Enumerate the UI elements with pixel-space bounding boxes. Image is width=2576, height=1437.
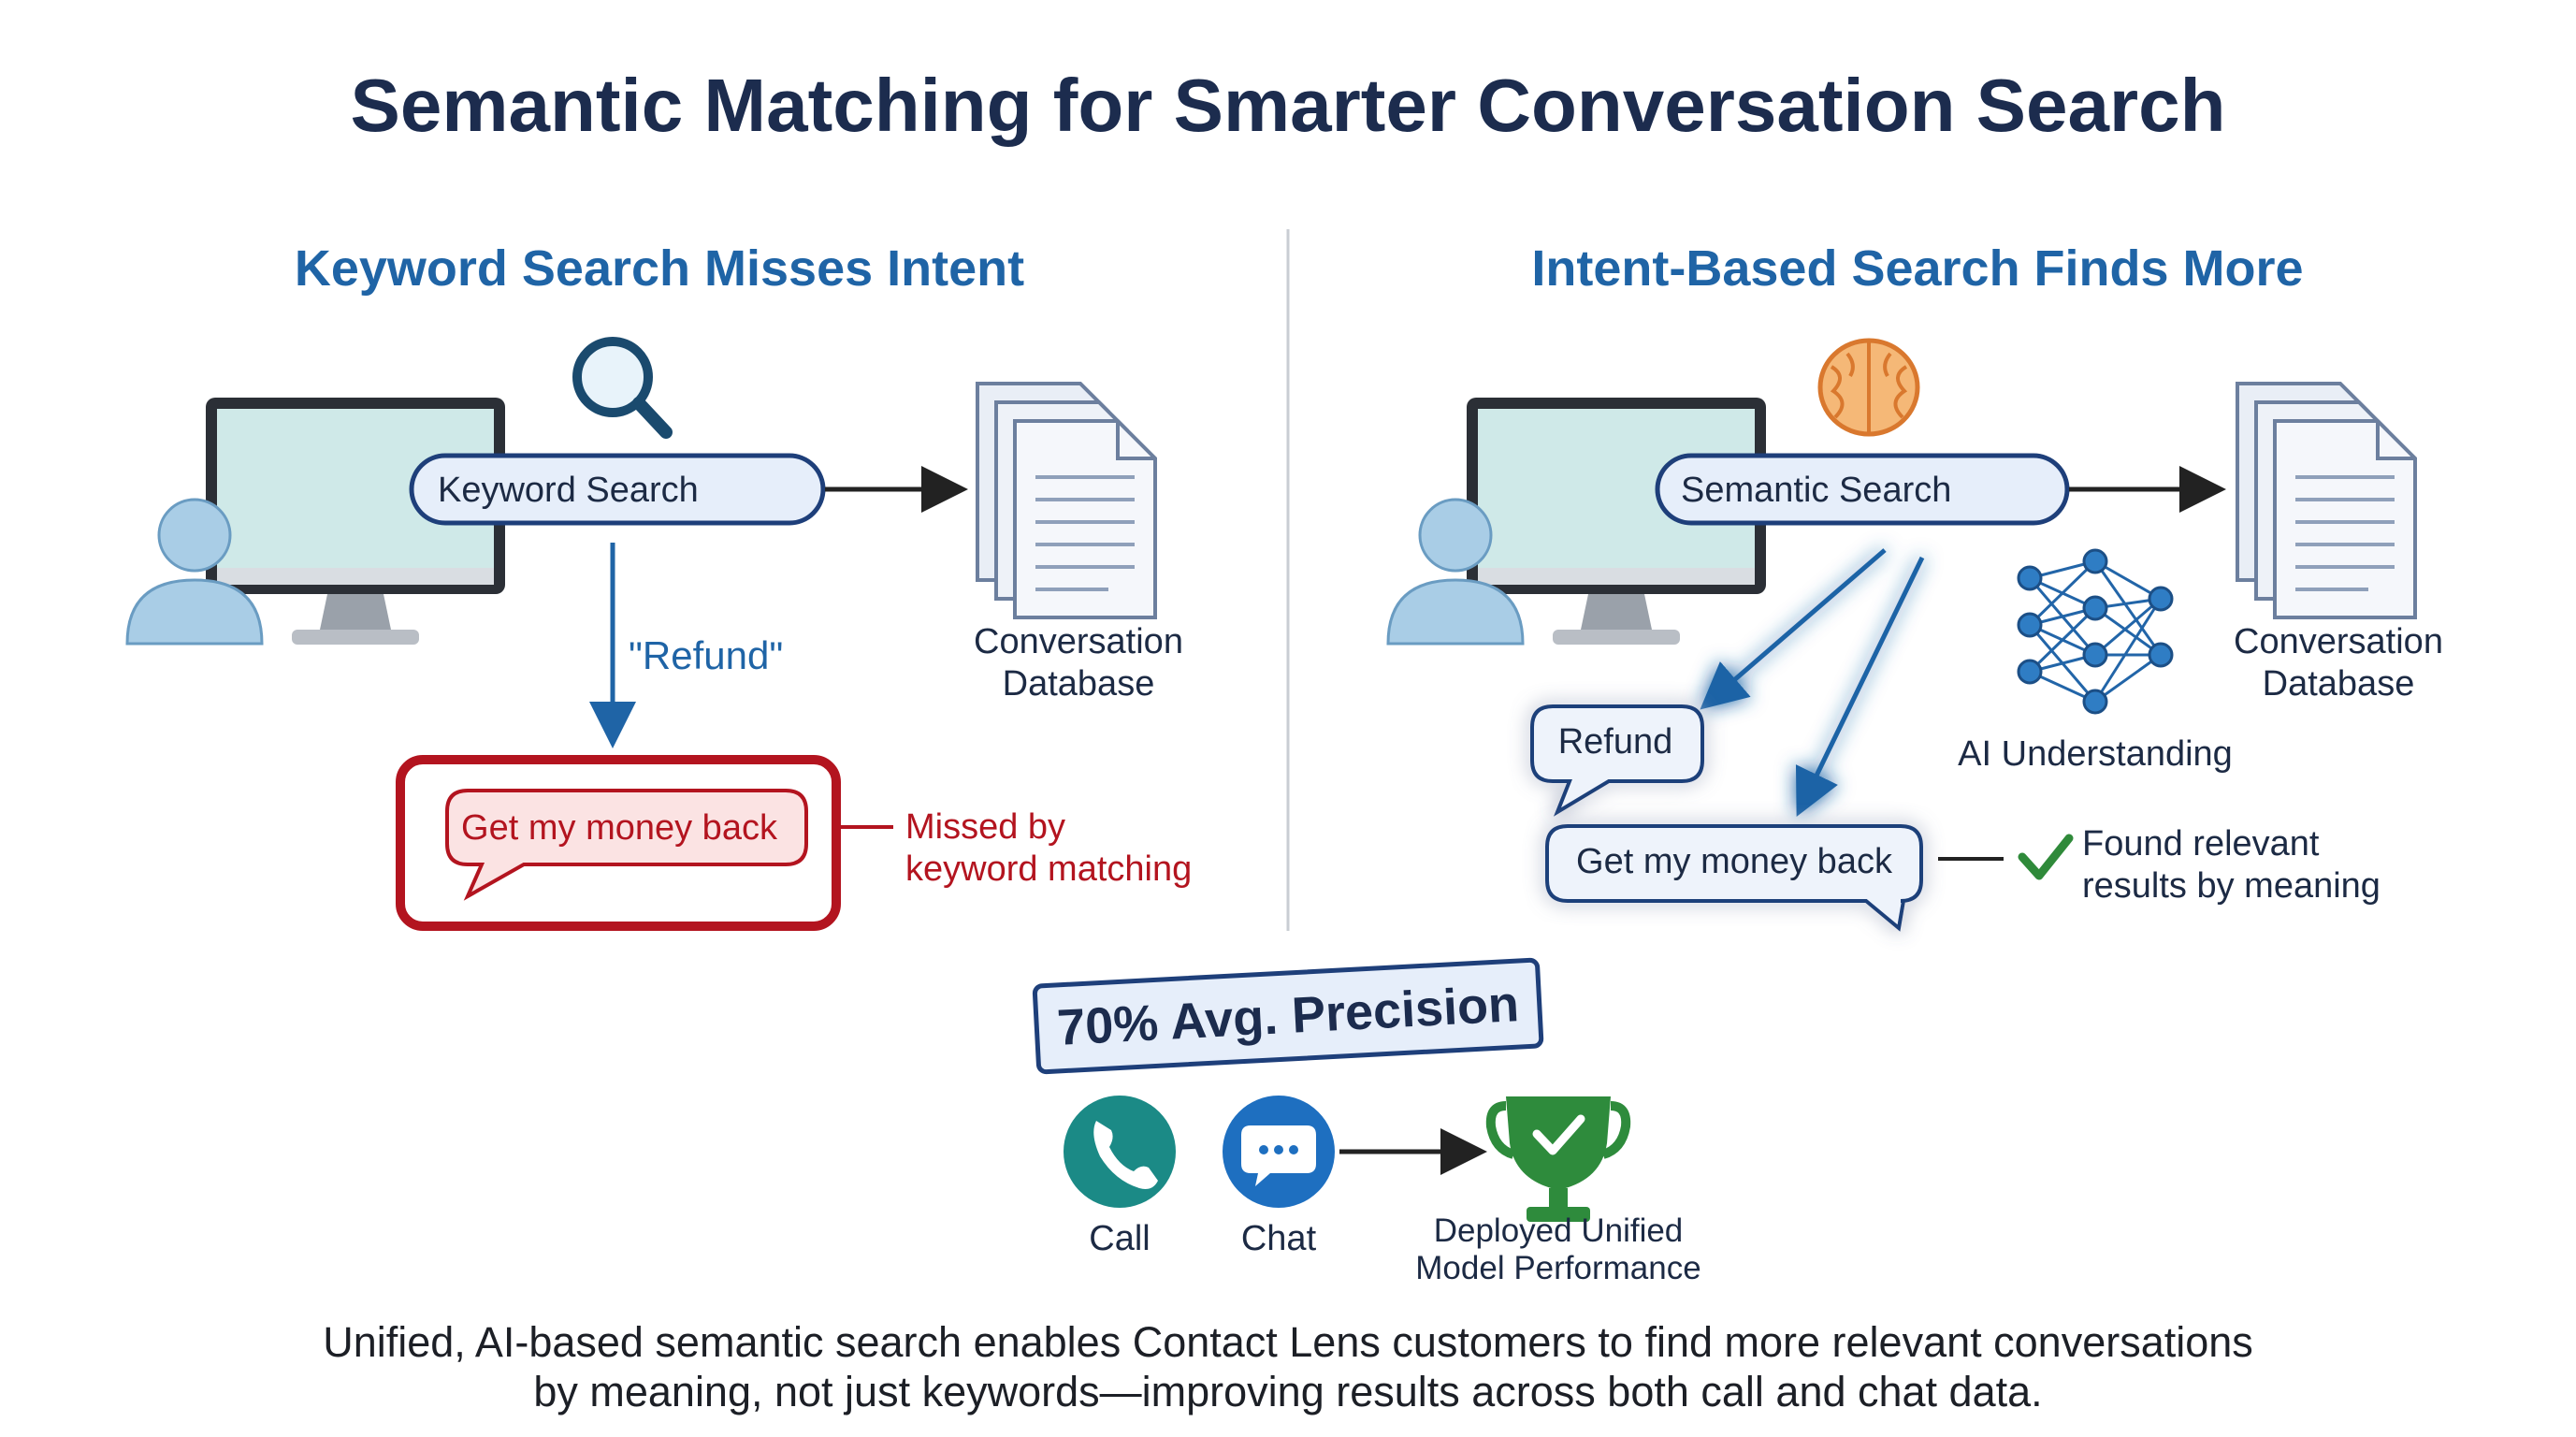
semantic-search-pill[interactable]: Semantic Search	[1655, 453, 2070, 526]
missed-note-1: Missed by	[905, 807, 1065, 847]
ai-understanding-label: AI Understanding	[1958, 734, 2233, 774]
magnifier-icon	[572, 337, 673, 439]
semantic-search-label: Semantic Search	[1681, 471, 1951, 510]
right-database-label-1: Conversation	[2234, 622, 2443, 661]
refund-result-bubble	[1530, 704, 1704, 817]
found-note-2: results by meaning	[2082, 866, 2381, 906]
missed-result-box: Get my money back	[396, 755, 841, 931]
neural-network-icon	[2017, 548, 2174, 715]
missed-note-2: keyword matching	[905, 849, 1192, 889]
deployed-label-1: Deployed Unified	[1434, 1212, 1684, 1249]
found-bubble-text: Get my money back	[1576, 842, 1893, 881]
found-note-1: Found relevant	[2082, 824, 2320, 864]
page-title: Semantic Matching for Smarter Conversati…	[351, 64, 2226, 147]
chat-label: Chat	[1241, 1219, 1317, 1258]
right-database-label-2: Database	[2263, 664, 2415, 704]
document-stack-icon	[976, 382, 1157, 619]
call-label: Call	[1089, 1219, 1150, 1258]
found-result-bubble	[1545, 824, 1923, 932]
deployed-label-2: Model Performance	[1415, 1250, 1700, 1286]
right-heading: Intent-Based Search Finds More	[1531, 240, 2303, 297]
brain-icon	[1817, 338, 1920, 437]
keyword-search-label: Keyword Search	[438, 471, 699, 510]
footer-line-1: Unified, AI-based semantic search enable…	[323, 1318, 2253, 1366]
document-stack-icon-right	[2236, 382, 2417, 619]
phone-icon	[1064, 1096, 1176, 1208]
left-database-label-2: Database	[1003, 664, 1155, 704]
checkmark-icon	[2018, 834, 2074, 880]
footer-line-2: by meaning, not just keywords—improving …	[533, 1368, 2042, 1415]
missed-bubble-text: Get my money back	[461, 808, 778, 848]
query-label: "Refund"	[629, 633, 783, 677]
left-database-label-1: Conversation	[974, 622, 1183, 661]
keyword-search-pill[interactable]: Keyword Search	[409, 453, 826, 526]
left-heading: Keyword Search Misses Intent	[295, 240, 1024, 297]
refund-bubble-text: Refund	[1558, 722, 1673, 762]
trophy-icon	[1485, 1096, 1631, 1222]
chat-icon	[1223, 1096, 1335, 1208]
precision-badge: 70% Avg. Precision	[1032, 957, 1544, 1075]
semantic-result-arrows	[1700, 548, 1925, 817]
